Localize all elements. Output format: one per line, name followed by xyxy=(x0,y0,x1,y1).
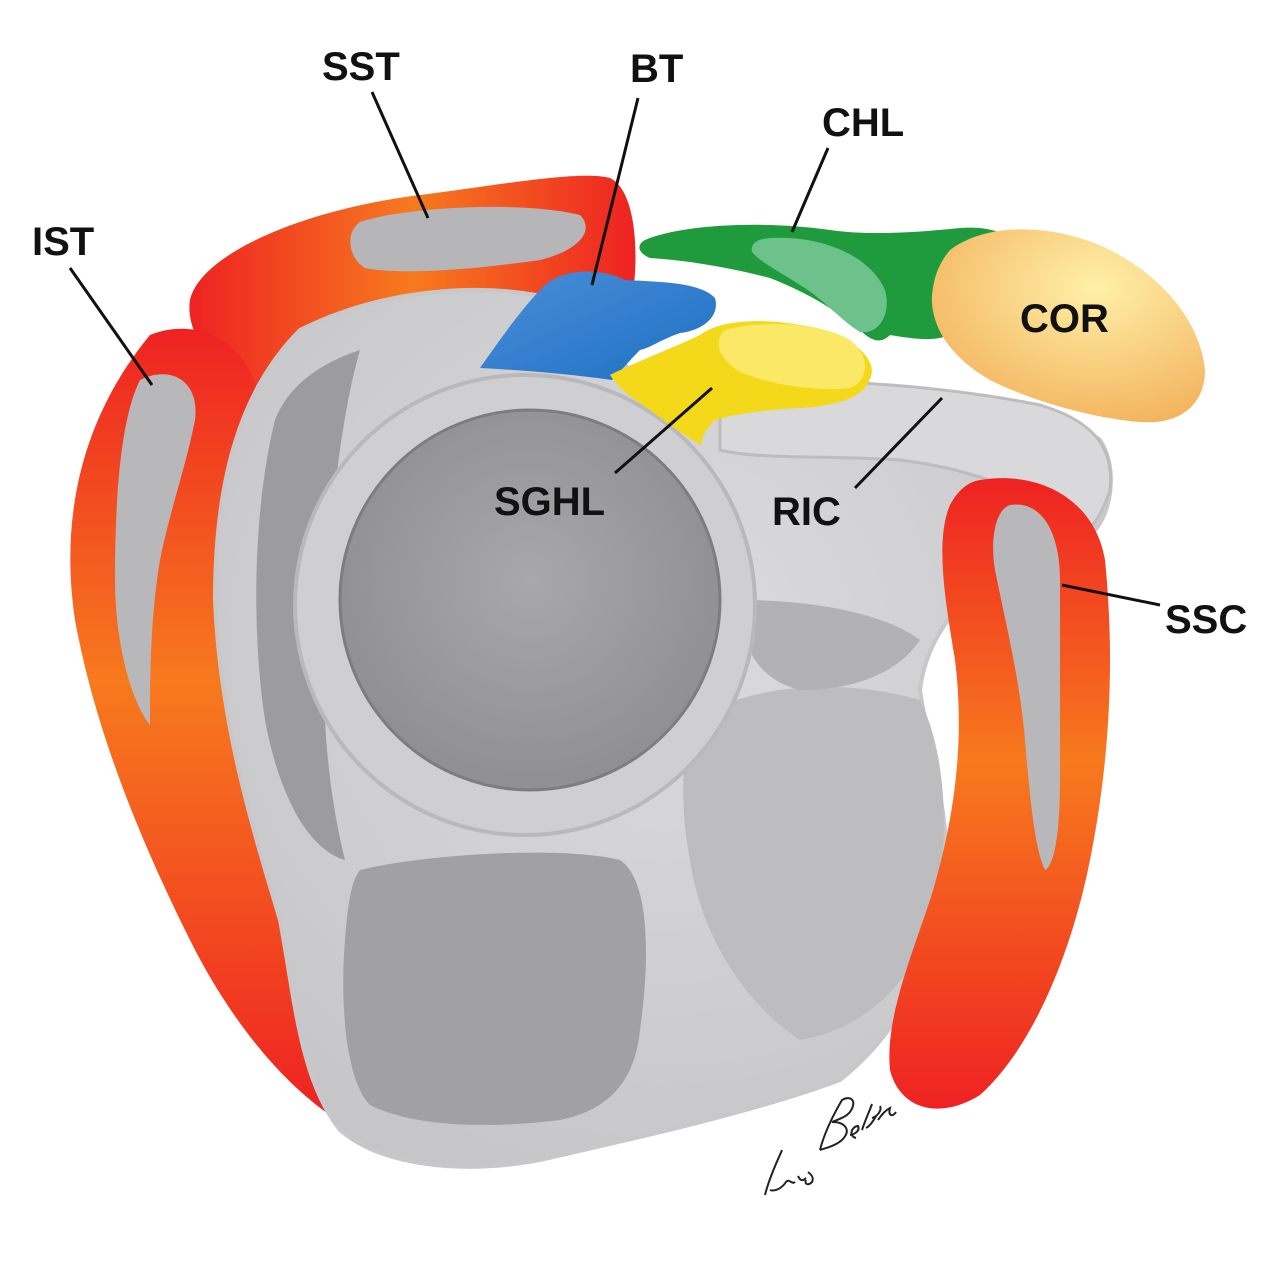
humeral-head xyxy=(293,373,757,837)
chl-leader-line xyxy=(790,147,830,233)
sghl-leader-line xyxy=(614,386,713,475)
biceps-tendon xyxy=(480,271,716,380)
sst-leader-line xyxy=(370,91,430,219)
sghl-ligament xyxy=(610,321,872,445)
label-sst: SST xyxy=(322,45,400,89)
artist-signature xyxy=(764,1097,897,1196)
label-ist: IST xyxy=(32,220,94,264)
label-ssc: SSC xyxy=(1165,598,1247,642)
ssc-leader-line xyxy=(1061,583,1161,607)
infraspinatus-muscle xyxy=(70,328,331,1115)
label-chl: CHL xyxy=(822,101,904,145)
label-cor: COR xyxy=(1020,297,1109,341)
ist-leader-line xyxy=(68,267,154,386)
label-sghl: SGHL xyxy=(494,480,605,524)
subscapularis-muscle xyxy=(889,478,1110,1109)
label-bt: BT xyxy=(630,47,683,91)
bt-leader-line xyxy=(590,97,640,286)
ric-leader-line xyxy=(853,396,944,490)
chl-ligament xyxy=(639,224,1013,341)
label-ric: RIC xyxy=(772,490,841,534)
coracoid-process xyxy=(931,229,1205,423)
